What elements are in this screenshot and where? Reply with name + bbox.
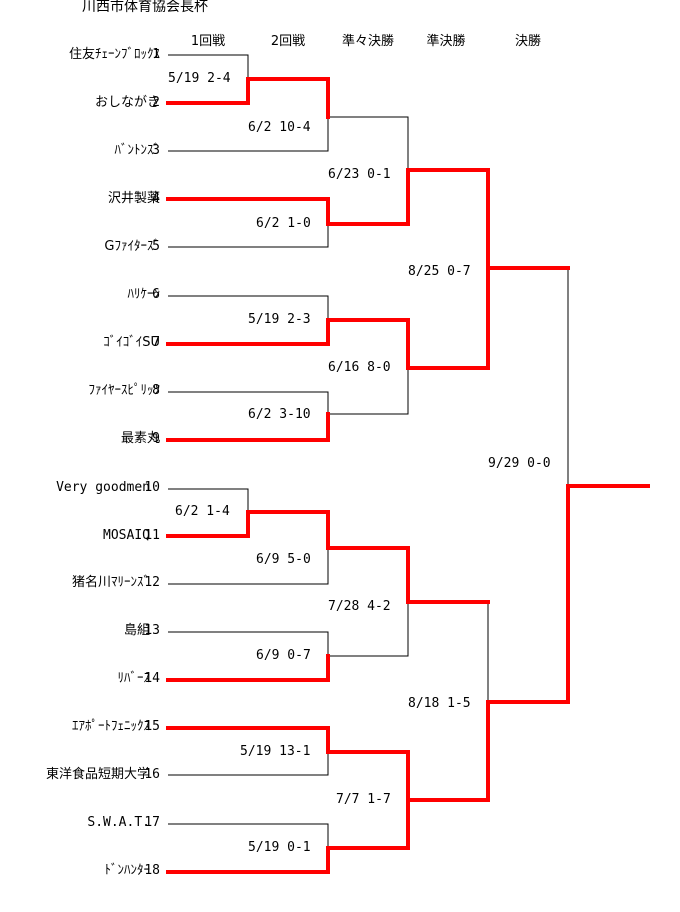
round-header-1: 1回戦	[190, 34, 226, 49]
match-result-qf-c: 7/28 4-2	[328, 599, 391, 614]
team-seed-7: 7	[152, 335, 160, 350]
team-name-10: Very goodmen	[56, 480, 150, 495]
team-seed-12: 12	[144, 575, 160, 590]
team-name-2: おしながき	[94, 95, 160, 110]
match-result-qf-d: 7/7 1-7	[336, 792, 391, 807]
team-name-17: S.W.A.T.	[87, 815, 150, 830]
line-seed-12	[168, 548, 329, 585]
line-final-top-loser	[488, 267, 569, 486]
team-name-12: 猪名川ﾏﾘｰﾝｽﾞ	[71, 575, 150, 590]
winner-path-11	[166, 510, 490, 604]
line-sf-b-loser	[408, 601, 489, 702]
team-name-11: MOSAIQ	[103, 528, 150, 543]
team-seed-11: 11	[144, 528, 160, 543]
match-result-qf-b: 6/16 8-0	[328, 360, 391, 375]
team-name-14: ﾘﾊﾞｰｽ	[117, 671, 151, 686]
match-result-r1-a: 5/19 2-4	[168, 71, 231, 86]
match-result-r2-c: 5/19 2-3	[248, 312, 311, 327]
team-seed-14: 14	[144, 671, 160, 686]
team-seed-13: 13	[144, 623, 160, 638]
winner-path-15	[166, 484, 650, 802]
team-seed-6: 6	[152, 287, 160, 302]
team-seed-17: 17	[144, 815, 160, 830]
tournament-title: 川西市体育協会長杯	[82, 0, 208, 15]
match-result-r2-f: 6/9 0-7	[256, 648, 311, 663]
match-result-r2-d: 6/2 3-10	[248, 407, 311, 422]
match-result-qf-a: 6/23 0-1	[328, 167, 391, 182]
team-seed-15: 15	[144, 719, 160, 734]
team-name-7: ｺﾞｲｺﾞｲSU	[103, 335, 160, 350]
winner-path-qf-a	[326, 168, 490, 270]
team-name-8: ﾌｧｲﾔｰｽﾋﾟﾘｯﾂ	[88, 383, 161, 398]
line-qf-a-loser	[328, 116, 409, 170]
line-seed-10	[168, 488, 249, 512]
line-seed-17	[168, 823, 329, 848]
team-seed-16: 16	[144, 767, 160, 782]
team-seed-5: 5	[152, 239, 160, 254]
team-seed-9: 9	[152, 431, 160, 446]
line-qf-b-loser	[328, 368, 409, 415]
team-name-5: Gﾌｧｲﾀｰｽﾞ	[104, 239, 160, 254]
match-result-r1-b: 6/2 1-4	[175, 504, 230, 519]
team-name-13: 島組	[123, 623, 150, 638]
line-seed-6	[168, 295, 329, 320]
team-seed-2: 2	[152, 95, 160, 110]
line-seed-1	[168, 54, 249, 79]
round-header-sf: 準決勝	[426, 34, 466, 49]
team-name-15: ｴｱﾎﾟｰﾄﾌｪﾆｯｸｽ	[72, 719, 150, 734]
team-seed-10: 10	[144, 480, 160, 495]
line-seed-13	[168, 631, 329, 656]
team-name-16: 東洋食品短期大学	[45, 767, 150, 782]
winner-path-9	[166, 412, 330, 442]
match-result-r2-h: 5/19 0-1	[248, 840, 311, 855]
match-result-sf-b: 8/18 1-5	[408, 696, 471, 711]
winner-path-14	[166, 654, 330, 682]
line-seed-3	[168, 117, 329, 152]
team-seed-3: 3	[152, 143, 160, 158]
line-sf-a-loser	[408, 169, 489, 268]
winner-path-18	[166, 798, 410, 874]
line-qf-c-loser	[328, 602, 409, 657]
line-seed-16	[168, 752, 329, 776]
team-seed-4: 4	[152, 191, 160, 206]
line-seed-5	[168, 224, 329, 248]
match-result-r2-e: 6/9 5-0	[256, 552, 311, 567]
round-header-final: 決勝	[514, 34, 541, 49]
winner-path-4	[166, 197, 330, 226]
round-header-qf: 準々決勝	[341, 34, 394, 49]
team-name-9: 最素丸	[120, 431, 160, 446]
team-seed-1: 1	[152, 47, 160, 62]
winner-path-sf-a	[406, 266, 570, 370]
team-name-6: ﾊﾘｹｰﾝ	[127, 287, 161, 302]
winner-path-7	[166, 318, 410, 370]
team-name-1: 住友ﾁｪｰﾝﾌﾞﾛｯｸｽ	[68, 47, 160, 62]
match-result-sf-a: 8/25 0-7	[408, 264, 471, 279]
line-seed-8	[168, 391, 329, 414]
team-seed-18: 18	[144, 863, 160, 878]
match-result-final: 9/29 0-0	[488, 456, 551, 471]
team-name-18: ﾄﾞﾝﾊﾝﾀｰ	[104, 863, 151, 878]
match-result-r2-a: 6/2 10-4	[248, 120, 311, 135]
round-header-2: 2回戦	[270, 34, 306, 49]
team-seed-8: 8	[152, 383, 160, 398]
winner-path-2	[166, 77, 330, 119]
team-name-3: ﾊﾞﾝﾄﾝｽﾞ	[114, 143, 161, 158]
match-result-r2-b: 6/2 1-0	[256, 216, 311, 231]
match-result-r2-g: 5/19 13-1	[240, 744, 311, 759]
team-name-4: 沢井製薬	[107, 191, 160, 206]
